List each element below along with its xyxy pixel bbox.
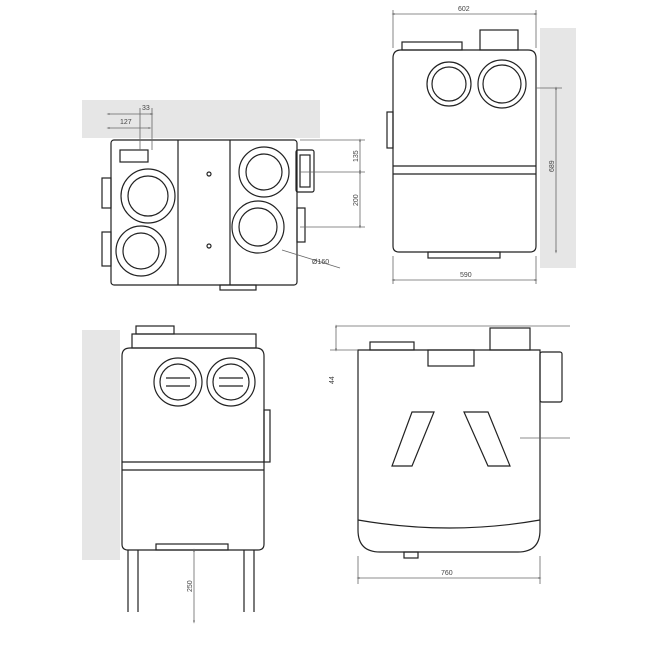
display-slot xyxy=(427,349,475,367)
rear-view-dimensions xyxy=(391,10,562,284)
dim-label-200: 200 xyxy=(353,194,360,206)
duct-circle xyxy=(477,59,527,109)
flange xyxy=(101,231,112,267)
unit-body-front xyxy=(121,347,265,551)
bottom-foot xyxy=(219,284,257,291)
unit-body-rear xyxy=(392,49,537,253)
side-tab xyxy=(386,111,394,149)
dim-label-135: 135 xyxy=(353,150,360,162)
duct-circle-inner xyxy=(238,207,278,247)
top-collar xyxy=(135,325,175,335)
dim-label-33: 33 xyxy=(142,105,150,112)
duct-circle xyxy=(238,146,290,198)
bolt xyxy=(206,243,212,249)
dim-label-height: 689 xyxy=(549,160,556,172)
fan-box xyxy=(539,351,563,403)
bottom-foot xyxy=(427,251,501,259)
duct-circle-inner xyxy=(127,175,169,217)
flange xyxy=(296,207,306,243)
shade-band xyxy=(82,330,120,560)
dim-label-top: 44 xyxy=(329,376,336,384)
rear-view xyxy=(386,28,576,268)
bottom-curve xyxy=(357,519,541,529)
bottom-foot xyxy=(403,551,419,559)
bottom-foot xyxy=(155,543,229,551)
bolt xyxy=(206,171,212,177)
side-view xyxy=(357,327,563,559)
shade-band xyxy=(82,100,320,138)
top-collar xyxy=(131,333,257,349)
vent-slot xyxy=(391,411,435,467)
dim-label-127: 127 xyxy=(120,119,132,126)
top-collar xyxy=(369,341,415,351)
duct-circle xyxy=(153,357,203,407)
duct-circle-inner xyxy=(431,66,467,102)
fan-box xyxy=(479,29,519,51)
dim-label-diameter: Ø160 xyxy=(312,259,329,266)
vent-slot xyxy=(463,411,511,467)
duct-circle xyxy=(206,357,256,407)
side-view-dimensions xyxy=(330,324,570,584)
dim-label-width-side: 760 xyxy=(441,570,453,577)
duct-circle xyxy=(231,200,285,254)
duct-circle-inner xyxy=(212,363,250,401)
top-view-dimensions xyxy=(106,108,365,269)
dim-label-width: 602 xyxy=(458,6,470,13)
fan-box xyxy=(295,149,315,193)
dim-label-bottom: 590 xyxy=(460,272,472,279)
label-slot xyxy=(119,149,149,163)
shade-band xyxy=(540,28,576,268)
top-view xyxy=(82,100,320,291)
duct-circle-inner xyxy=(245,153,283,191)
duct-circle-inner xyxy=(159,363,197,401)
top-collar xyxy=(401,41,463,51)
duct-circle xyxy=(115,225,167,277)
top-collar xyxy=(489,327,531,351)
duct-circle xyxy=(426,61,472,107)
duct-circle-inner xyxy=(122,232,160,270)
fan-box-inner xyxy=(299,154,311,188)
duct-circle xyxy=(120,168,176,224)
unit-body-side xyxy=(357,349,541,553)
side-tab xyxy=(263,409,271,463)
front-view xyxy=(82,325,271,612)
dim-label-legs: 250 xyxy=(187,580,194,592)
flange xyxy=(101,177,112,209)
duct-circle-inner xyxy=(482,64,522,104)
